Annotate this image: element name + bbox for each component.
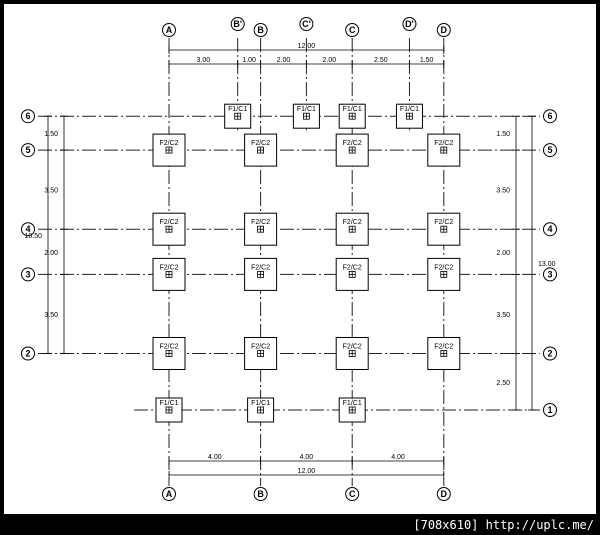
- axis-label: 3: [25, 269, 30, 279]
- footing-label: F1/C1: [228, 106, 247, 113]
- axis-bubble-A: [162, 487, 176, 501]
- axis-bubble-aux: [402, 17, 417, 31]
- axis-bubble-3: [21, 267, 35, 282]
- dim-left-text: 1.50: [44, 131, 58, 138]
- axis-bubble-4: [543, 222, 557, 237]
- axis-label: 6: [25, 111, 30, 121]
- axis-label: D: [441, 489, 448, 499]
- axis-bubble-C: [345, 487, 360, 501]
- footing-label: F2/C2: [343, 140, 362, 147]
- dim-left-text: 3.50: [44, 312, 58, 319]
- axis-label: B: [257, 25, 264, 35]
- footing-label: F2/C2: [343, 344, 362, 351]
- axis-bubble-1: [543, 403, 557, 417]
- footing-label: F1/C1: [251, 400, 270, 407]
- footing-label: F2/C2: [343, 264, 362, 271]
- footing-label: F2/C2: [159, 140, 178, 147]
- dim-bottom-text: 4.00: [208, 454, 222, 461]
- axis-bubble-aux: [299, 17, 314, 31]
- footing-F1: [224, 103, 252, 129]
- dim-top-text: 3.00: [197, 57, 211, 64]
- axis-label: 1: [547, 405, 552, 415]
- dim-bottom-total-text: 12.00: [298, 468, 316, 475]
- dim-top-text: 2.00: [277, 57, 291, 64]
- axis-bubble-2: [543, 346, 557, 361]
- axis-bubble-5: [543, 143, 557, 158]
- footing-label: F1/C1: [159, 400, 178, 407]
- footing-label: F2/C2: [251, 344, 270, 351]
- axis-bubble-6: [543, 109, 557, 124]
- axis-bubble-3: [543, 267, 557, 282]
- axis-bubble-6: [21, 109, 35, 124]
- footing-label: F1/C1: [400, 106, 419, 113]
- axis-bubble-5: [21, 143, 35, 158]
- footing-label: F2/C2: [434, 344, 453, 351]
- axis-bubble-2: [21, 346, 35, 361]
- footing-label: F2/C2: [343, 219, 362, 226]
- axis-label: A: [166, 489, 173, 499]
- footing-label: F2/C2: [251, 264, 270, 271]
- drawing-sheet: A A B B C C D D B' C' D' 1 2 2 3 3 4 4 5 5 6 6 3.00 1.00 2.00 2.0…: [4, 4, 596, 514]
- axis-label: C: [349, 489, 356, 499]
- dim-bottom-text: 4.00: [391, 454, 405, 461]
- dim-top-text: 2.00: [322, 57, 336, 64]
- axis-label: B: [257, 489, 264, 499]
- footing-label: F2/C2: [434, 140, 453, 147]
- dim-top-text: 1.00: [242, 57, 256, 64]
- axis-bubble-4: [21, 222, 35, 237]
- dim-right-text: 2.00: [496, 250, 510, 257]
- axis-bubble-A: [162, 23, 176, 37]
- axis-bubble-D: [436, 23, 451, 37]
- axis-label: B': [233, 19, 242, 29]
- footing-label: F2/C2: [159, 344, 178, 351]
- footing-label: F2/C2: [251, 219, 270, 226]
- footing-label: F1/C1: [343, 400, 362, 407]
- axis-bubble-D: [436, 487, 451, 501]
- axis-label: 5: [25, 145, 30, 155]
- dim-right-text: 3.50: [496, 188, 510, 195]
- axis-label: C: [349, 25, 356, 35]
- footing-label: F1/C1: [297, 106, 316, 113]
- axis-label: 6: [547, 111, 552, 121]
- dim-bottom-text: 4.00: [300, 454, 314, 461]
- axis-label: 3: [547, 269, 552, 279]
- axis-label: D: [441, 25, 448, 35]
- axis-label: A: [166, 25, 173, 35]
- footing-label: F2/C2: [159, 264, 178, 271]
- watermark: [708x610] http://uplc.me/: [413, 518, 594, 532]
- axis-label: 4: [25, 224, 30, 234]
- footing-label: F2/C2: [159, 219, 178, 226]
- dim-right-text: 1.50: [496, 131, 510, 138]
- footing-label: F1/C1: [343, 106, 362, 113]
- axis-bubble-B: [253, 487, 268, 501]
- dim-right-text: 3.50: [496, 312, 510, 319]
- dim-left-text: 2.00: [44, 250, 58, 257]
- footing-label: F2/C2: [434, 219, 453, 226]
- axis-bubble-B: [253, 23, 268, 37]
- axis-label: D': [405, 19, 414, 29]
- axis-label: C': [302, 19, 311, 29]
- dim-top-total-text: 12.00: [298, 43, 316, 50]
- footing-label: F2/C2: [251, 140, 270, 147]
- footing-label: F2/C2: [434, 264, 453, 271]
- axis-label: 5: [547, 145, 552, 155]
- dim-left-total-text: 10.50: [24, 233, 42, 240]
- axis-bubble-C: [345, 23, 360, 37]
- dim-top-text: 2.50: [374, 57, 388, 64]
- dim-right-text: 2.50: [496, 380, 510, 387]
- axis-bubble-aux: [230, 17, 245, 31]
- axis-label: 2: [25, 349, 30, 359]
- dim-top-text: 1.50: [420, 57, 434, 64]
- axis-label: 4: [547, 224, 552, 234]
- dim-left-text: 3.50: [44, 188, 58, 195]
- footing-F2: [244, 212, 278, 246]
- dim-right-total-text: 13.00: [538, 261, 556, 268]
- foundation-plan: A A B B C C D D B' C' D' 1 2 2 3 3 4 4 5 5 6 6 3.00 1.00 2.00 2.0…: [21, 17, 557, 501]
- axis-label: 2: [547, 349, 552, 359]
